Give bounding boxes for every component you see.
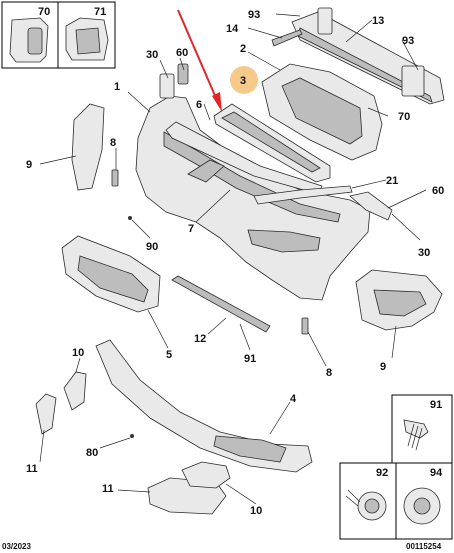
callout-71: 71 [94, 6, 106, 18]
callout-5: 5 [166, 349, 172, 361]
callout-3-highlight [230, 66, 258, 94]
callout-70: 70 [38, 6, 50, 18]
callout-8-right: 8 [326, 367, 332, 379]
part-9-right-bezel [355, 269, 443, 331]
callout-6: 6 [196, 99, 202, 111]
part-30-60-left-clips [159, 63, 189, 99]
inset-box-91-92-94 [339, 394, 453, 540]
callout-4: 4 [290, 393, 297, 405]
part-10-bottom-trim [181, 461, 231, 489]
callout-21: 21 [386, 175, 398, 187]
callout-3: 3 [240, 75, 246, 87]
part-80-pin [130, 434, 134, 438]
callout-11-left: 11 [26, 463, 38, 475]
part-60-30-right-clips [349, 191, 393, 221]
callout-10-left: 10 [72, 347, 84, 359]
part-3-grille-frame [213, 103, 331, 183]
callout-93-top: 93 [248, 9, 260, 21]
callout-93-right: 93 [402, 35, 414, 47]
callout-60-right: 60 [432, 185, 444, 197]
part-5-lower-grille [61, 235, 161, 313]
callout-11-bottom: 11 [102, 483, 114, 495]
callout-92: 92 [376, 467, 388, 479]
part-10-left-trim [63, 371, 87, 411]
leader-lines [39, 13, 427, 505]
callout-9-left: 9 [26, 159, 32, 171]
red-pointer-arrow [177, 9, 222, 112]
callout-80: 80 [86, 447, 98, 459]
footer-reference-number: 00115254 [406, 542, 442, 551]
callout-2: 2 [240, 43, 246, 55]
part-13-impact-beam [291, 7, 445, 105]
callout-30-right: 30 [418, 247, 430, 259]
callout-7: 7 [188, 223, 194, 235]
callout-9-right: 9 [380, 361, 386, 373]
part-4-lower-spoiler [95, 339, 313, 473]
part-8-right-bracket [301, 317, 309, 335]
callout-8-left: 8 [110, 137, 116, 149]
inset-box-70-71 [1, 1, 116, 69]
callout-14: 14 [226, 23, 239, 35]
callout-10-bottom: 10 [250, 505, 262, 517]
callout-91-box: 91 [430, 399, 442, 411]
callout-30-left: 30 [146, 49, 158, 61]
part-8-left-bracket [111, 169, 119, 187]
callout-91-mid: 91 [244, 353, 256, 365]
part-9-left-bezel [71, 103, 105, 191]
part-11-left-cover [35, 393, 57, 435]
callout-1: 1 [114, 81, 120, 93]
part-21-trim [253, 185, 353, 205]
callout-70-right: 70 [398, 111, 410, 123]
callout-13: 13 [372, 15, 384, 27]
part-14-strip [271, 29, 303, 47]
part-90-pin [128, 216, 132, 220]
callout-90: 90 [146, 241, 158, 253]
callout-94: 94 [430, 467, 443, 479]
callout-12: 12 [194, 333, 206, 345]
footer-date: 03/2023 [2, 542, 31, 551]
callout-60-left: 60 [176, 47, 188, 59]
part-2-carrier [261, 63, 383, 161]
part-12-lower-strip [171, 275, 271, 333]
